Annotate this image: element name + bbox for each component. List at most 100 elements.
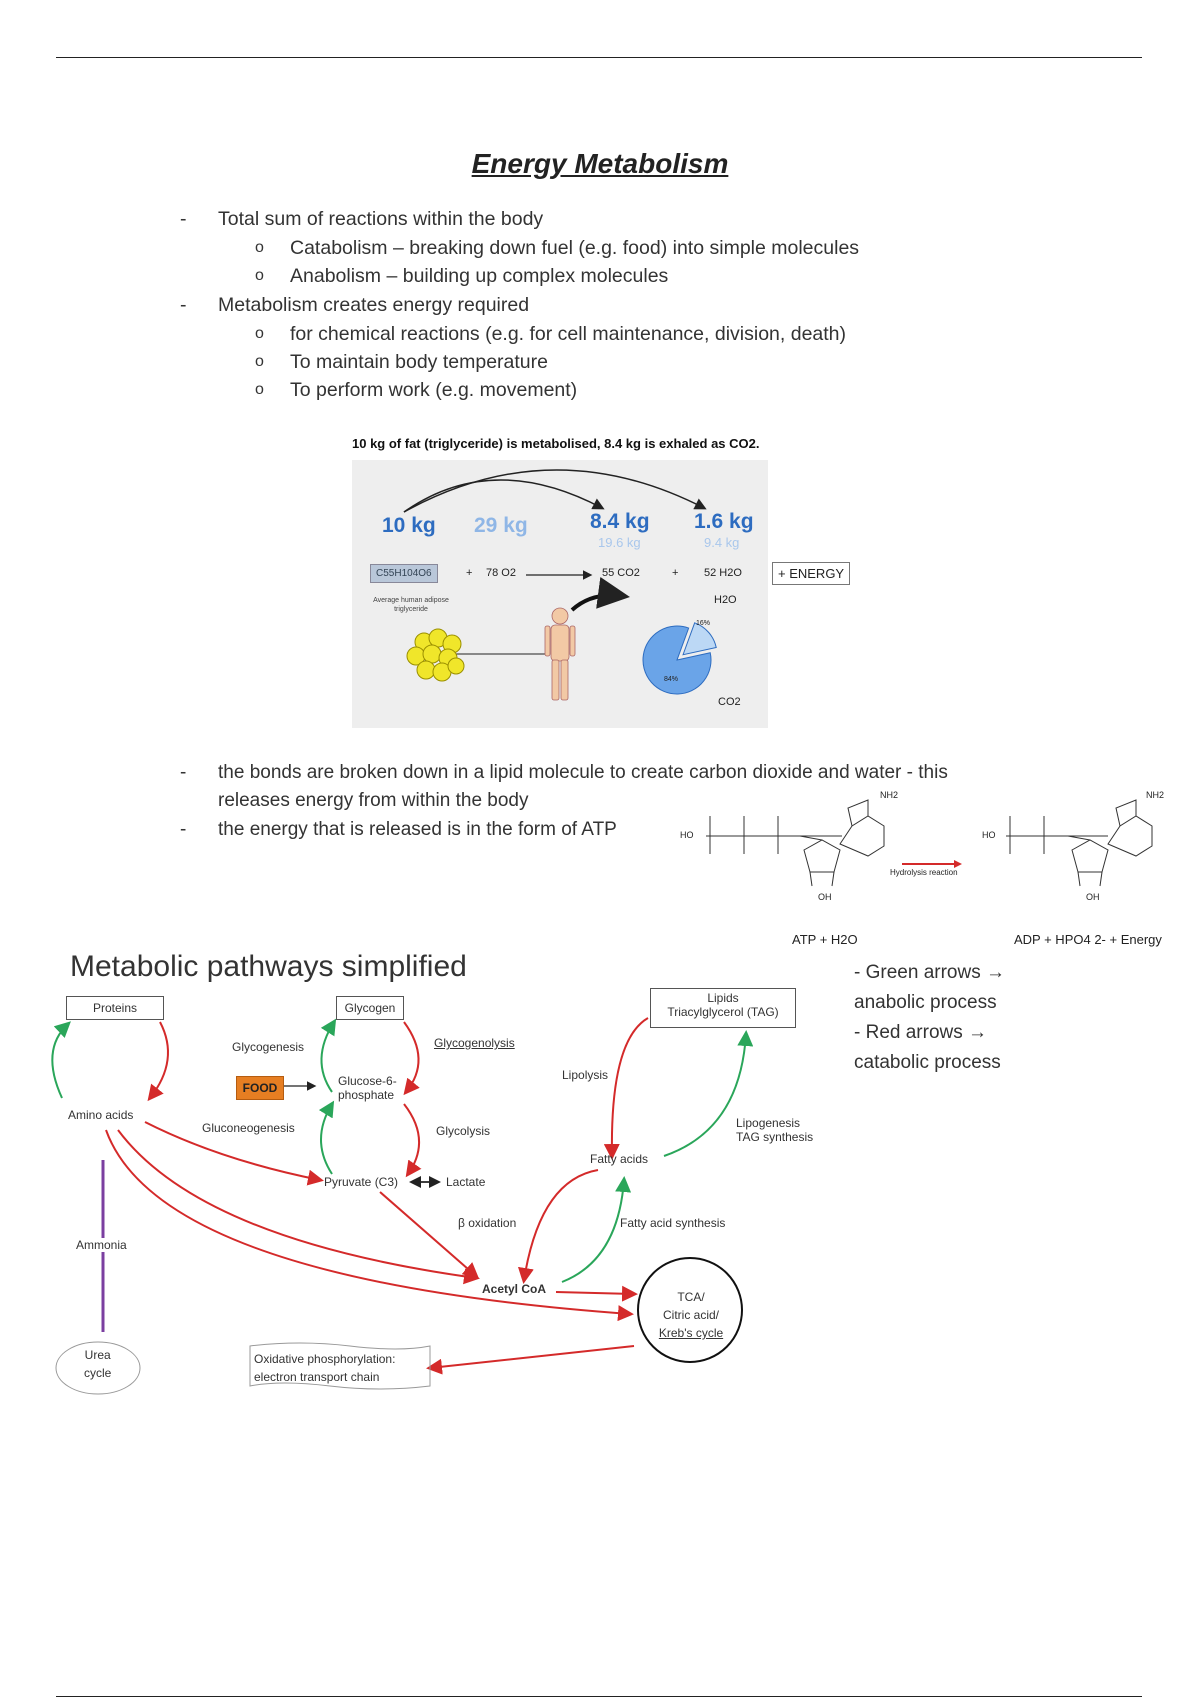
adp-nh2: NH2	[1146, 790, 1165, 800]
bullet-text: Total sum of reactions within the body	[218, 208, 544, 230]
node-g6p-line2: phosphate	[338, 1088, 395, 1102]
node-fatty-acids: Fatty acids	[590, 1152, 649, 1166]
arrow-glycolysis	[403, 1103, 422, 1178]
node-proteins: Proteins	[66, 996, 164, 1020]
node-urea-cycle: Urea cycle	[84, 1346, 111, 1382]
formula-h2o: 52 H2O	[704, 567, 742, 579]
node-oxphos-line1: Oxidative phosphorylation:	[254, 1352, 396, 1366]
label-glycolysis: Glycolysis	[436, 1124, 491, 1138]
arrow-aa-to-pyruvate	[144, 1121, 324, 1186]
mass-co2-sub: 19.6 kg	[598, 535, 641, 550]
mass-h2o: 1.6 kg	[694, 510, 754, 533]
pie-h2o-label: H2O	[714, 594, 737, 606]
node-lipids-line1: Lipids	[707, 991, 739, 1005]
arrow-fa-synthesis	[561, 1176, 632, 1283]
sub-bullet-text: for chemical reactions (e.g. for cell ma…	[290, 323, 847, 345]
human-figure-icon	[544, 607, 576, 701]
adp-label: ADP + HPO4 2- + Energy	[1014, 932, 1162, 947]
node-tca-line3: Kreb's cycle	[658, 1326, 724, 1340]
bullet-2a: - the bonds are broken down in a lipid m…	[180, 759, 948, 815]
top-rule	[56, 57, 1142, 58]
arrow-lipolysis	[603, 1017, 649, 1160]
hydrolysis-arrowhead	[954, 860, 962, 868]
arrow-pyruvate-to-acetylcoa	[379, 1191, 480, 1279]
mass-h2o-sub: 9.4 kg	[704, 535, 740, 550]
bullet-text: the energy that is released is in the fo…	[218, 819, 617, 840]
node-amino-acids: Amino acids	[68, 1108, 134, 1122]
hydrolysis-label: Hydrolysis reaction	[890, 868, 958, 877]
bullet-text: releases energy from within the body	[218, 790, 529, 811]
label-lipolysis: Lipolysis	[562, 1068, 609, 1082]
legend-line: - Green arrows →	[854, 962, 1005, 983]
node-g6p-line1: Glucose-6-	[338, 1074, 397, 1088]
legend-line: catabolic process	[854, 1052, 1001, 1073]
label-glycogenesis: Glycogenesis	[232, 1040, 305, 1054]
label-lipogenesis-line1: Lipogenesis	[736, 1116, 801, 1130]
mass-co2: 8.4 kg	[590, 510, 650, 533]
formula-co2: 55 CO2	[602, 567, 640, 579]
atp-ho: HO	[680, 830, 694, 840]
node-urea-line1: Urea	[84, 1348, 111, 1362]
atp-molecule	[706, 799, 885, 887]
node-glycogen: Glycogen	[336, 996, 404, 1020]
atp-hydrolysis-figure	[706, 799, 1153, 887]
pathways-title: Metabolic pathways simplified	[70, 950, 467, 983]
node-tca-line1: TCA/	[677, 1290, 705, 1304]
node-ammonia: Ammonia	[76, 1238, 127, 1252]
tca-cycle-circle	[637, 1257, 743, 1363]
node-tca-line2: Citric acid/	[662, 1308, 719, 1322]
arrow-beta-oxidation	[517, 1169, 599, 1284]
energy-box: + ENERGY	[772, 562, 851, 585]
sub-bullet-text: Catabolism – breaking down fuel (e.g. fo…	[290, 237, 860, 259]
node-lactate: Lactate	[446, 1175, 486, 1189]
arrow-glycogenesis	[320, 1018, 337, 1093]
node-lipids-line2: Triacylglycerol (TAG)	[667, 1005, 779, 1019]
plus: +	[466, 567, 473, 579]
atp-label: ATP + H2O	[792, 932, 858, 947]
node-oxphos-line2: electron transport chain	[254, 1370, 380, 1384]
arrow-tca-to-oxphos	[426, 1345, 635, 1375]
arrow-gluconeogenesis	[318, 1100, 335, 1175]
bullet-text: the bonds are broken down in a lipid mol…	[218, 762, 948, 783]
sub-bullet-text: To perform work (e.g. movement)	[290, 379, 578, 401]
fat-figure-arrows	[403, 469, 717, 701]
node-g6p: Glucose-6- phosphate	[338, 1074, 397, 1102]
page-title: Energy Metabolism	[471, 148, 729, 179]
fat-metabolism-figure: 10 kg 29 kg 8.4 kg 19.6 kg 1.6 kg 9.4 kg…	[352, 460, 851, 728]
pie-co2-label: CO2	[718, 696, 741, 708]
sub-bullet-text: Anabolism – building up complex molecule…	[290, 265, 669, 287]
node-pyruvate: Pyruvate (C3)	[324, 1175, 399, 1189]
arrow-glycogenolysis	[403, 1021, 420, 1096]
fat-note: Average human adipose triglyceride	[373, 597, 449, 613]
node-food: FOOD	[236, 1076, 284, 1100]
atp-oh: OH	[818, 892, 832, 902]
co2-h2o-pie	[642, 622, 717, 695]
intro-bullets: -Total sum of reactions within the body …	[180, 204, 859, 404]
urea-cycle-ellipse	[55, 1341, 141, 1395]
sub-bullet-text: To maintain body temperature	[290, 351, 548, 373]
node-acetyl-coa: Acetyl CoA	[482, 1282, 547, 1296]
arrow-aa-to-tca	[105, 1129, 634, 1322]
plus: +	[672, 567, 679, 579]
bullet-text: Metabolism creates energy required	[218, 294, 530, 316]
pie-slice-co2	[642, 625, 712, 695]
adp-molecule	[1006, 799, 1153, 887]
pie-small-pct: 16%	[696, 620, 711, 627]
arrow-proteins-to-aa	[147, 1021, 169, 1102]
bullet: -Total sum of reactions within the body	[180, 208, 544, 230]
label-glycogenolysis: Glycogenolysis	[434, 1036, 515, 1050]
curve-arrow-h2o	[403, 469, 707, 513]
oxphos-wavy-box	[249, 1342, 431, 1390]
label-lipogenesis-line2: TAG synthesis	[736, 1130, 814, 1144]
arrow-acetylcoa-to-tca	[555, 1285, 638, 1302]
pathways-diagram	[51, 1017, 754, 1395]
arrow-aa-to-acetylcoa	[117, 1129, 480, 1285]
fat-cells-icon	[406, 628, 465, 682]
label-lipogenesis: Lipogenesis TAG synthesis	[736, 1116, 813, 1144]
bullet-2b: - the energy that is released is in the …	[180, 816, 617, 844]
